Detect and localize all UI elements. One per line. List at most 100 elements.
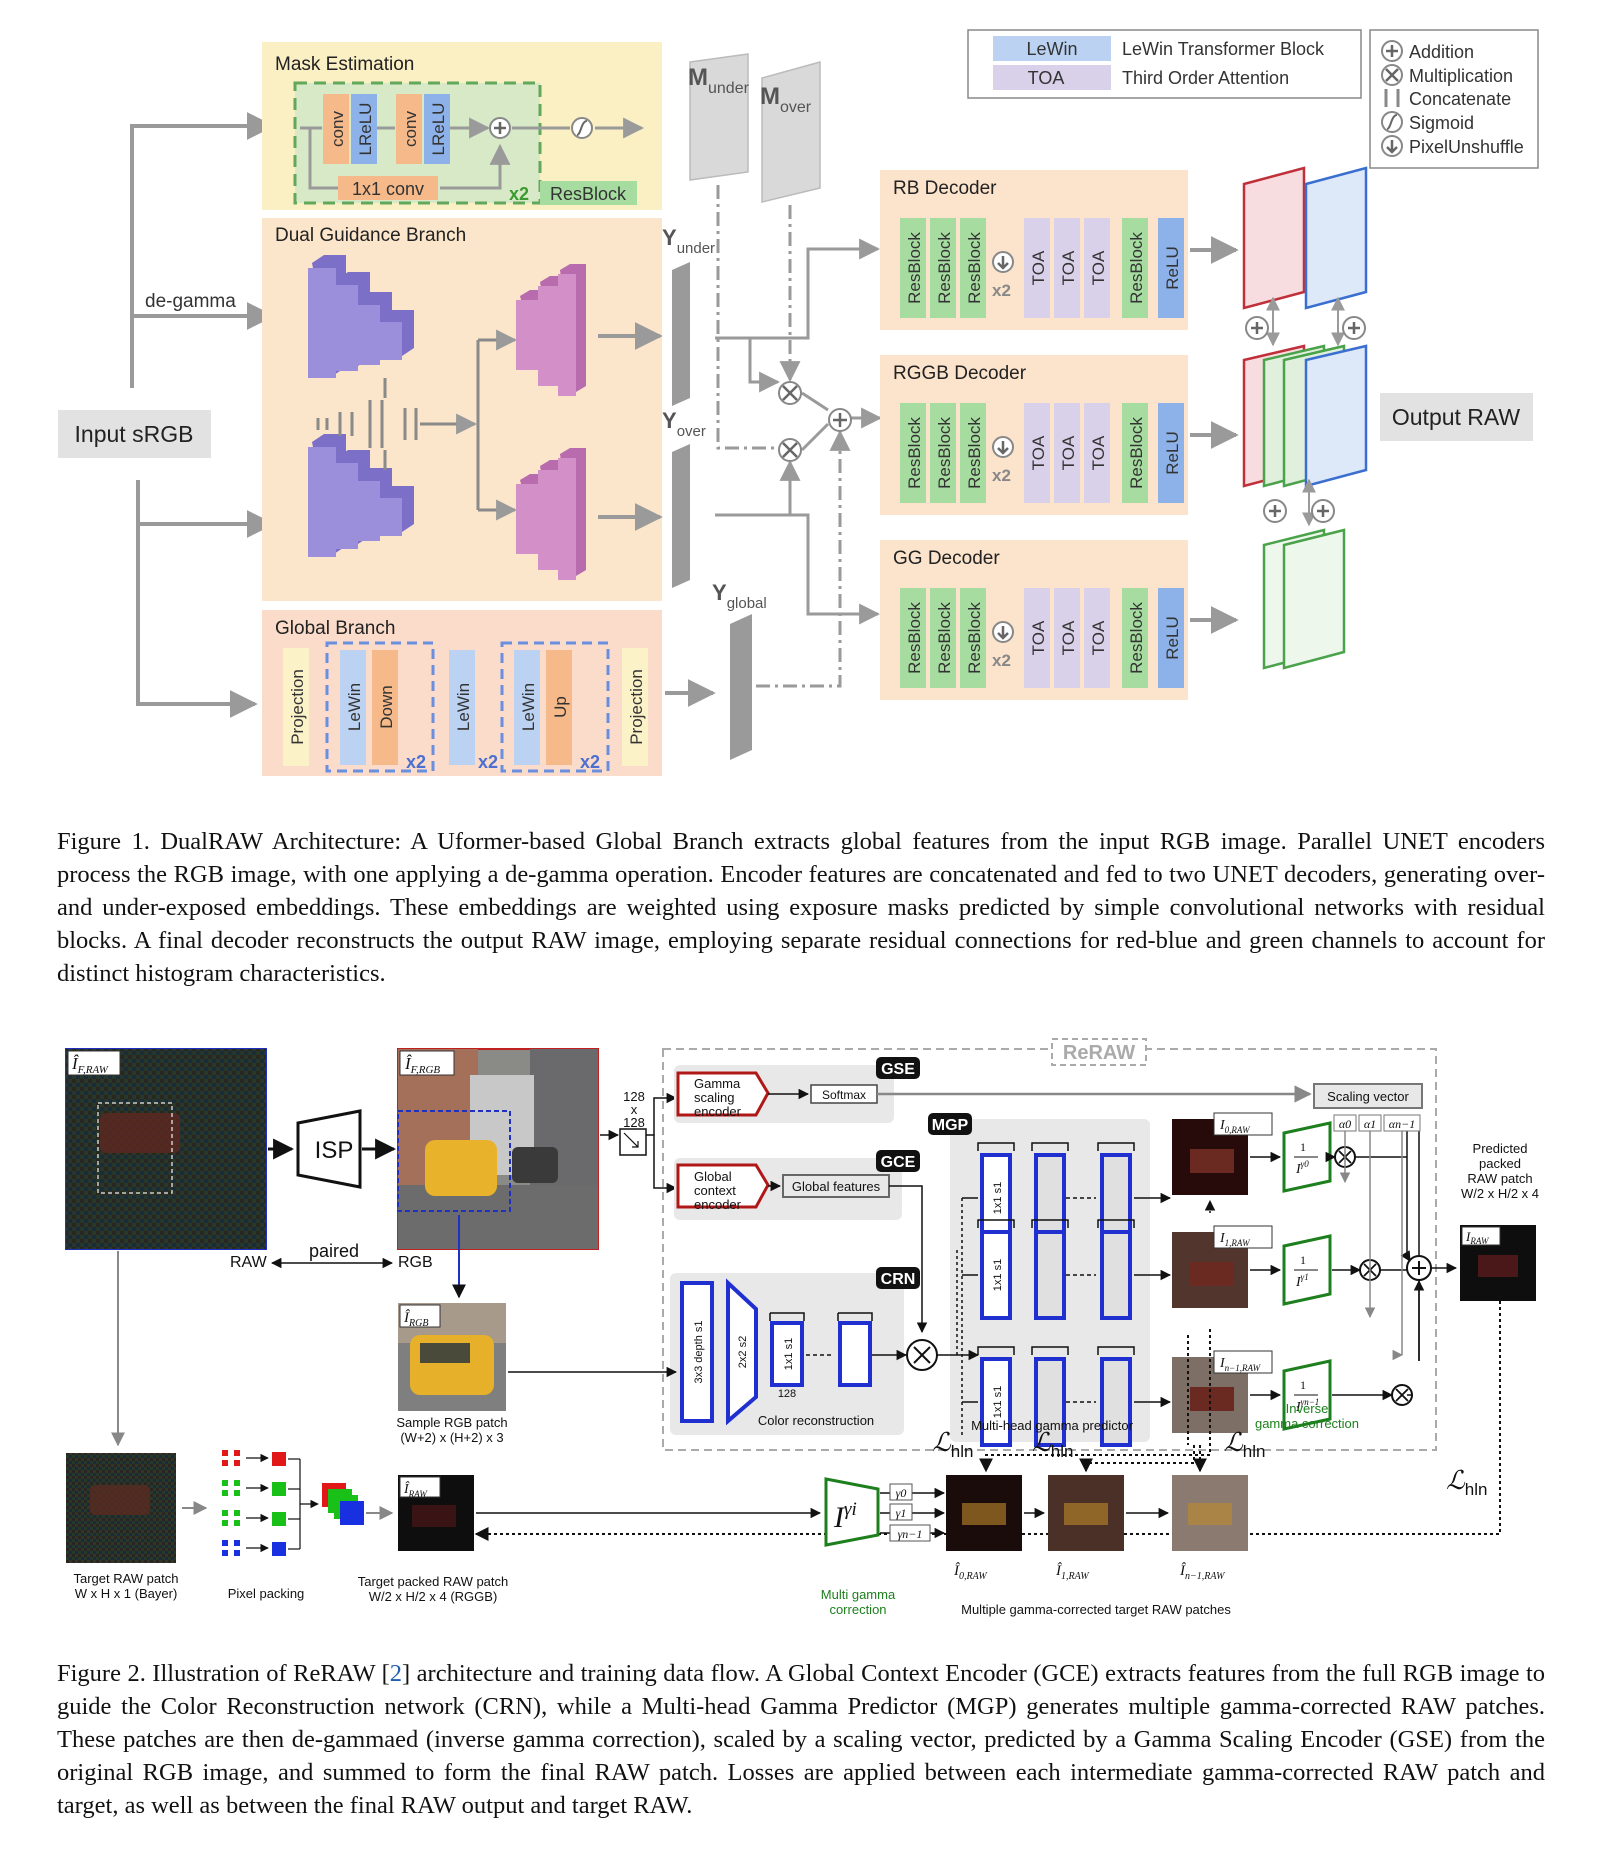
- gse-encoder-label-3: encoder: [694, 1104, 742, 1119]
- global-lewin-2: [514, 650, 540, 765]
- scaling-vector-box: [1313, 1083, 1423, 1109]
- packing-dot: [234, 1460, 240, 1466]
- decoder-2-block-5-label: TOA: [1089, 620, 1108, 655]
- gamma-n-1: γn−1: [898, 1527, 923, 1541]
- multi-gamma-label-1: Multi gamma: [821, 1587, 896, 1602]
- packed-channel-2: [272, 1512, 286, 1526]
- decoder-2-block-3: [1024, 588, 1050, 688]
- m-under-map: [689, 53, 749, 181]
- mgp-label: Multi-head gamma predictor: [971, 1418, 1134, 1433]
- global-x2-box-2: [500, 641, 610, 773]
- i-rgb-label: ÎRGB: [403, 1309, 428, 1329]
- decoder-2-block-2-label: ResBlock: [965, 602, 984, 674]
- sample-rgb-caption-2: (W+2) x (H+2) x 3: [400, 1430, 503, 1445]
- reraw-title: ReRAW: [1063, 1042, 1135, 1064]
- packing-dot: [222, 1550, 228, 1556]
- predicted-label-2: packed: [1479, 1156, 1521, 1171]
- global-x2-1: x2: [406, 752, 426, 772]
- unet-decoder-bottom: [516, 448, 586, 580]
- m-over-label: Mover: [760, 83, 812, 116]
- legend-op-concatenate: Concatenate: [1409, 89, 1511, 109]
- global-down-label: Down: [377, 685, 396, 728]
- mask-x2-label: x2: [509, 184, 529, 204]
- global-x2-2: x2: [580, 752, 600, 772]
- packed-channel-3: [272, 1542, 286, 1556]
- inverse-gamma-symbol-0: Iγ0: [1295, 1159, 1309, 1177]
- mask-lrelu-2: [424, 94, 450, 164]
- legend-lewin-desc: LeWin Transformer Block: [1122, 39, 1325, 59]
- decoder-title-2: GG Decoder: [893, 548, 1000, 569]
- reraw-architecture-diagram: ReRAW ÎF,RAW ISP: [65, 1038, 1539, 1617]
- mask-conv-1: [323, 94, 349, 164]
- dual-guidance-title: Dual Guidance Branch: [275, 225, 466, 246]
- loss-label-1: ℒhln: [1032, 1428, 1073, 1461]
- crn-s2-label: 2x2 s2: [737, 1336, 749, 1368]
- decoder-2-x2: x2: [992, 651, 1011, 670]
- decoder-1-block-7-label: ReLU: [1163, 431, 1182, 474]
- multi-gamma-symbol: Iγi: [833, 1499, 857, 1534]
- global-projection-2: [622, 648, 648, 766]
- fusion-ops: [778, 381, 852, 462]
- predicted-label-4: W/2 x H/2 x 4: [1461, 1186, 1539, 1201]
- global-features-label: Global features: [792, 1179, 881, 1194]
- gce-tag: GCE: [881, 1154, 916, 1171]
- decoder-2-block-1: [930, 588, 956, 688]
- mask-conv-1-label: conv: [328, 111, 347, 147]
- gc-target-label-1: Î1,RAW: [1055, 1562, 1090, 1582]
- loss-label-2: ℒhln: [1224, 1428, 1265, 1461]
- mask-1x1-conv: [338, 176, 438, 200]
- global-lewin-1-label: LeWin: [345, 683, 364, 731]
- crn-block-2: [838, 1321, 872, 1387]
- mgp-head-2-conv: [980, 1357, 1012, 1447]
- i-raw-target-label: ÎRAW: [403, 1480, 428, 1499]
- output-residual-add-icons: [1245, 316, 1366, 523]
- decoder-1-block-6: [1122, 403, 1148, 503]
- i-f-raw-label: ÎF,RAW: [71, 1054, 109, 1076]
- decoder-0-block-3: [1024, 218, 1050, 318]
- svg-text:1: 1: [1300, 1140, 1306, 1154]
- decoder-0-x2: x2: [992, 281, 1011, 300]
- mgp-head-0-conv: [980, 1153, 1012, 1243]
- dualraw-architecture-diagram: Input sRGB Output RAW de-gamma Mask Esti…: [58, 29, 1539, 776]
- packed-channel-1: [272, 1482, 286, 1496]
- decoder-2-block-7: [1158, 588, 1184, 688]
- decoder-1-block-6-label: ResBlock: [1127, 417, 1146, 489]
- decoder-1-block-1: [930, 403, 956, 503]
- sample-rgb-caption-1: Sample RGB patch: [396, 1415, 507, 1430]
- decoder-1-block-2-label: ResBlock: [965, 417, 984, 489]
- alpha-1: α1: [1364, 1117, 1376, 1131]
- gamma-tags: [889, 1483, 931, 1542]
- decoder-1-block-5: [1084, 403, 1110, 503]
- gamma-1: γ1: [896, 1506, 907, 1520]
- input-arrows: [130, 112, 275, 718]
- mask-1x1-conv-label: 1x1 conv: [352, 179, 424, 199]
- inverse-gamma-label-1: Inverse: [1286, 1401, 1329, 1416]
- packing-dot: [234, 1550, 240, 1556]
- packing-dot: [234, 1450, 240, 1456]
- legend-ops-icons: [1381, 40, 1403, 157]
- raw-label: RAW: [230, 1254, 268, 1271]
- decoder-0-block-5: [1084, 218, 1110, 318]
- y-over-map: [672, 444, 690, 588]
- loss-label-final: ℒhln: [1446, 1466, 1487, 1499]
- target-raw-patch: [66, 1453, 176, 1563]
- decoder-0-block-2: [960, 218, 986, 318]
- packing-dot: [222, 1460, 228, 1466]
- gce-encoder-label-3: encoder: [694, 1197, 742, 1212]
- inverse-gamma-symbol-2: Iγn−1: [1295, 1397, 1319, 1415]
- mask-lrelu-2-label: LReLU: [429, 103, 448, 156]
- crn-s1-conv: [770, 1321, 804, 1387]
- gce-encoder: [676, 1163, 770, 1209]
- citation-link[interactable]: 2: [389, 1660, 403, 1687]
- mgp-tag: MGP: [932, 1117, 969, 1134]
- global-lewin-mid-label: LeWin: [454, 683, 473, 731]
- loss-label-0: ℒhln: [932, 1428, 973, 1461]
- i-raw-out-label: IRAW: [1465, 1229, 1490, 1246]
- global-branch-title: Global Branch: [275, 618, 395, 639]
- degamma-label: de-gamma: [145, 291, 236, 312]
- full-rgb-image: [397, 1048, 599, 1250]
- decoder-title-1: RGGB Decoder: [893, 363, 1027, 384]
